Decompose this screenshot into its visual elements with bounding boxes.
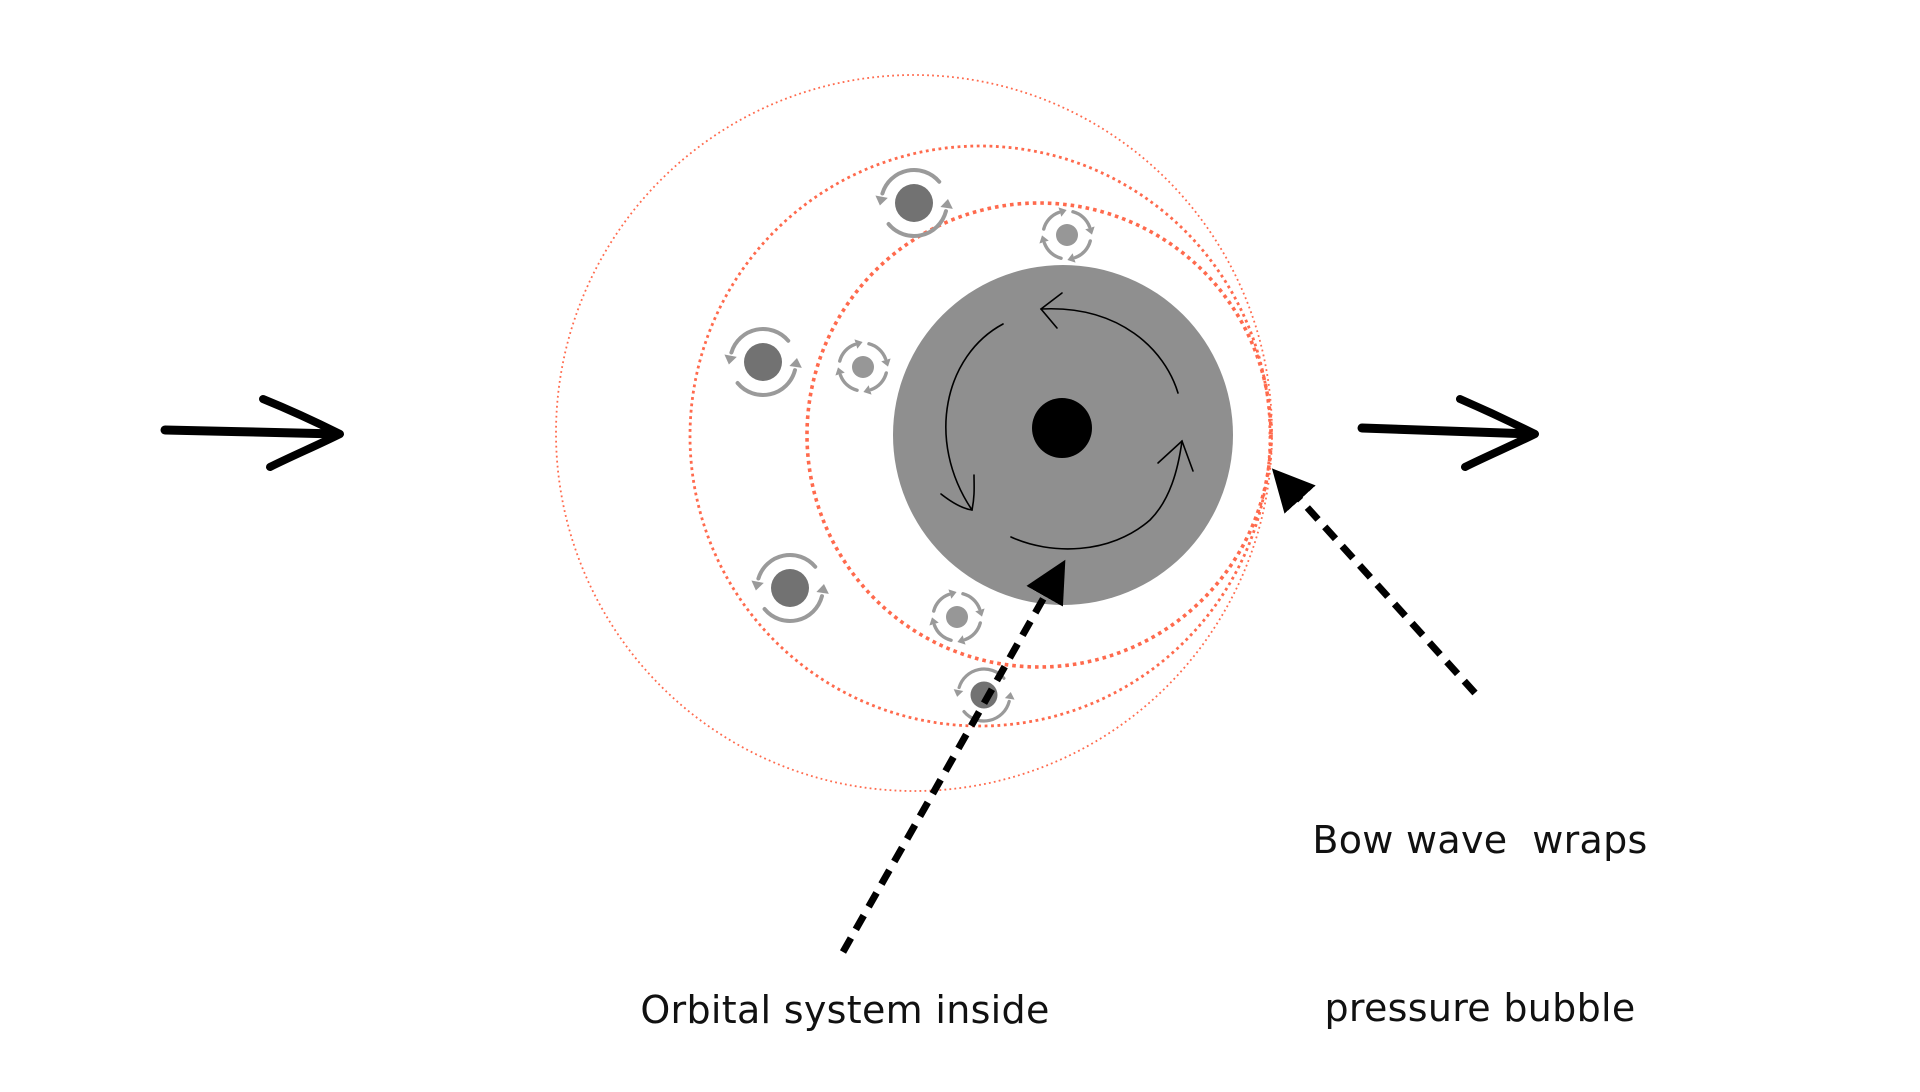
rotation-arrows-icon: [724, 327, 802, 397]
cycle-arrows-icon: [1039, 207, 1095, 263]
rotation-arrows-icon: [751, 553, 829, 623]
outgoing-flow-arrow: [1357, 395, 1539, 471]
orbiting-body-dark: [744, 343, 782, 381]
circulation-arrow-bottom-right: [1010, 439, 1194, 550]
bow-wave-ring-inner: [805, 201, 1273, 669]
orbiting-body-light: [946, 606, 968, 628]
orbiting-body-dark: [771, 569, 809, 607]
orbiting-body-dark: [970, 681, 998, 709]
large-orbiting-body: [953, 667, 1015, 723]
orbiting-body-light: [1056, 224, 1078, 246]
small-orbiting-body: [929, 589, 985, 645]
orbital-system-label: Orbital system inside: [640, 988, 1050, 1032]
circulation-arrow-left: [940, 323, 1004, 511]
bow-wave-label-line2: pressure bubble: [1324, 986, 1636, 1030]
incoming-flow-arrow: [160, 395, 344, 471]
large-orbiting-body: [875, 168, 953, 238]
cycle-arrows-icon: [929, 589, 985, 645]
orbiting-body-light: [852, 356, 874, 378]
large-orbiting-bodies: [724, 168, 1015, 723]
circulation-arrow-top: [1039, 292, 1179, 394]
large-orbiting-body: [751, 553, 829, 623]
cycle-arrows-icon: [835, 339, 891, 395]
circulation-arrows: [940, 292, 1194, 550]
small-orbiting-body: [1039, 207, 1095, 263]
bow-wave-pointer: [1271, 468, 1478, 696]
bow-wave-label-line1: Bow wave wraps: [1312, 818, 1648, 862]
large-orbiting-body: [724, 327, 802, 397]
small-orbiting-bodies: [835, 207, 1095, 645]
rotation-arrows-icon: [875, 168, 953, 238]
core-dot: [1032, 398, 1092, 458]
bow-wave-label: Bow wave wraps pressure bubble: [1300, 700, 1660, 1092]
orbital-system-pointer: [839, 559, 1066, 954]
orbiting-body-dark: [895, 184, 933, 222]
small-orbiting-body: [835, 339, 891, 395]
